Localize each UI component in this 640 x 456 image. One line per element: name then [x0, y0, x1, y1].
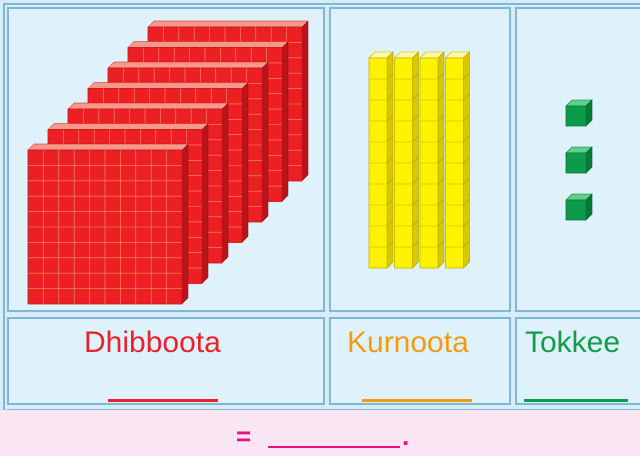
ones-label: Tokkee	[525, 328, 620, 358]
tens-answer-line[interactable]	[362, 399, 472, 402]
ten-rod	[395, 52, 419, 268]
period: .	[402, 421, 409, 452]
ten-rod	[369, 52, 393, 268]
one-cube	[566, 147, 592, 173]
ten-rod	[420, 52, 444, 268]
equation-row	[0, 410, 640, 456]
total-answer-line[interactable]	[268, 446, 400, 448]
ones-answer-line[interactable]	[524, 399, 628, 402]
one-cube	[566, 194, 592, 220]
hundred-flat	[28, 144, 188, 304]
equals-sign: =	[236, 421, 251, 452]
tens-label: Kurnoota	[347, 328, 469, 358]
hundreds-label: Dhibboota	[84, 328, 221, 358]
hundreds-answer-line[interactable]	[108, 399, 218, 402]
one-cube	[566, 100, 592, 126]
ten-rod	[446, 52, 470, 268]
